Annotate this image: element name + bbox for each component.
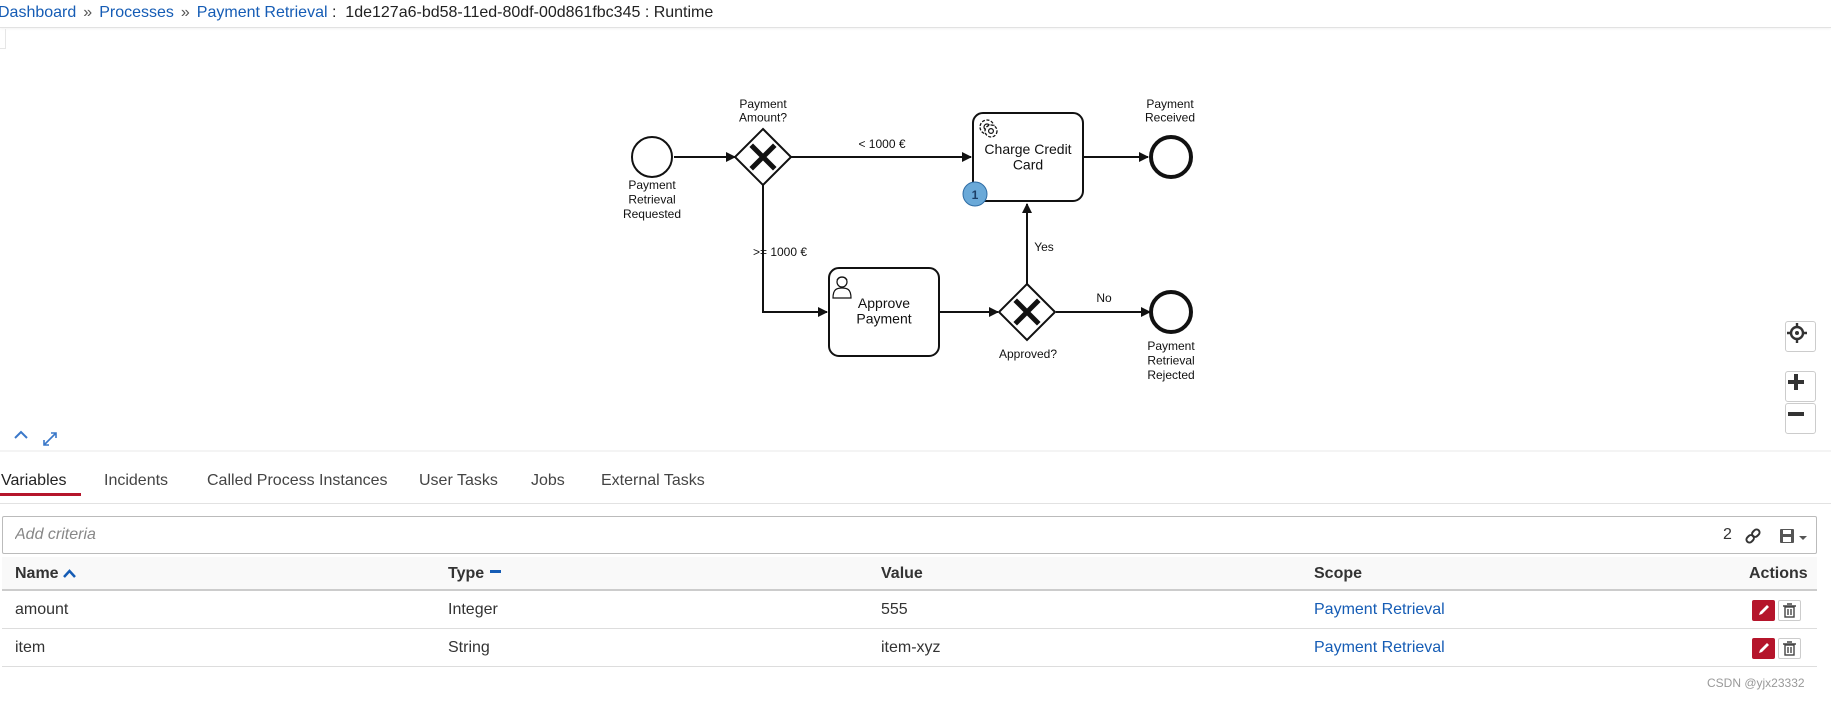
crosshair-icon bbox=[1787, 323, 1807, 343]
breadcrumb-instance-id: 1de127a6-bd58-11ed-80df-00d861fbc345 : R… bbox=[345, 4, 714, 21]
breadcrumb: Dashboard»Processes»Payment Retrieval : … bbox=[0, 0, 1831, 28]
column-header-value: Value bbox=[881, 565, 923, 582]
breadcrumb-process-definition[interactable]: Payment Retrieval bbox=[196, 4, 328, 21]
tab-incidents[interactable]: Incidents bbox=[104, 472, 169, 489]
search-bar: 2 bbox=[2, 516, 1817, 554]
breadcrumb-colon: : bbox=[327, 4, 346, 21]
minus-icon bbox=[1788, 412, 1804, 416]
cell-value[interactable]: item-xyz bbox=[881, 639, 941, 656]
active-tab-indicator bbox=[0, 493, 81, 496]
gateway-approved[interactable] bbox=[997, 282, 1057, 342]
end-event-rejected[interactable] bbox=[1149, 290, 1193, 334]
pencil-icon bbox=[1759, 643, 1769, 653]
flow-lt-label: < 1000 € bbox=[858, 137, 905, 151]
cell-type: String bbox=[448, 639, 490, 656]
column-header-actions: Actions bbox=[1749, 565, 1808, 582]
delete-button[interactable] bbox=[1778, 600, 1801, 621]
flow-gte-label: >= 1000 € bbox=[753, 245, 807, 259]
reset-zoom-button[interactable] bbox=[1785, 321, 1816, 352]
save-dropdown-icon[interactable] bbox=[1779, 527, 1809, 545]
sidebar-toggle-tab[interactable] bbox=[0, 29, 6, 49]
trash-icon bbox=[1783, 603, 1796, 618]
breadcrumb-processes[interactable]: Processes bbox=[99, 4, 174, 21]
zoom-out-button[interactable] bbox=[1785, 403, 1816, 434]
sort-none-icon[interactable] bbox=[490, 570, 502, 574]
cell-value[interactable]: 555 bbox=[881, 601, 908, 618]
tab-called-process-instances[interactable]: Called Process Instances bbox=[207, 472, 388, 489]
cell-scope-link[interactable]: Payment Retrieval bbox=[1314, 639, 1445, 656]
trash-icon bbox=[1783, 641, 1796, 656]
column-header-type[interactable]: Type bbox=[448, 557, 502, 591]
tab-jobs[interactable]: Jobs bbox=[531, 472, 565, 489]
link-icon[interactable] bbox=[1743, 526, 1763, 546]
sort-ascending-icon[interactable] bbox=[62, 557, 76, 591]
plus-icon bbox=[1788, 374, 1804, 390]
tab-variables[interactable]: Variables bbox=[1, 472, 67, 489]
cell-name: item bbox=[15, 639, 46, 656]
detail-tabs: Variables Incidents Called Process Insta… bbox=[0, 452, 1831, 504]
column-header-scope: Scope bbox=[1314, 565, 1363, 582]
table-header: Name Type Value Scope Actions bbox=[2, 557, 1817, 591]
cell-name: amount bbox=[15, 601, 69, 618]
watermark: CSDN @yjx23332 bbox=[1707, 676, 1805, 690]
edit-button[interactable] bbox=[1752, 600, 1775, 621]
end-event-received[interactable] bbox=[1149, 135, 1193, 179]
badge-count: 1 bbox=[972, 188, 979, 202]
breadcrumb-separator: » bbox=[180, 4, 190, 21]
flow-yes-label: Yes bbox=[1034, 240, 1054, 254]
breadcrumb-separator: » bbox=[83, 4, 93, 21]
table-row: item String item-xyz Payment Retrieval bbox=[2, 629, 1817, 667]
flow-no-label: No bbox=[1096, 291, 1112, 305]
gateway-approved-label: Approved? bbox=[999, 347, 1057, 361]
column-name-label: Name bbox=[15, 565, 59, 583]
tab-user-tasks[interactable]: User Tasks bbox=[419, 472, 498, 489]
criteria-input[interactable] bbox=[15, 523, 1415, 547]
column-type-label: Type bbox=[448, 565, 485, 582]
task-charge-credit-card[interactable] bbox=[962, 112, 1084, 207]
breadcrumb-dashboard[interactable]: Dashboard bbox=[0, 4, 77, 21]
tab-external-tasks[interactable]: External Tasks bbox=[601, 472, 705, 489]
task-approve-payment[interactable] bbox=[828, 267, 940, 357]
start-event[interactable] bbox=[631, 136, 673, 178]
pencil-icon bbox=[1759, 605, 1769, 615]
delete-button[interactable] bbox=[1778, 638, 1801, 659]
gateway-payment-amount[interactable] bbox=[733, 127, 793, 187]
user-icon bbox=[832, 276, 852, 299]
table-row: amount Integer 555 Payment Retrieval bbox=[2, 591, 1817, 629]
flow-gte-1000 bbox=[762, 185, 828, 317]
result-count: 2 bbox=[1723, 526, 1732, 543]
zoom-in-button[interactable] bbox=[1785, 371, 1816, 402]
gear-icon bbox=[979, 119, 998, 138]
edit-button[interactable] bbox=[1752, 638, 1775, 659]
cell-type: Integer bbox=[448, 601, 498, 618]
tabs-divider bbox=[0, 450, 1831, 452]
cell-scope-link[interactable]: Payment Retrieval bbox=[1314, 601, 1445, 618]
column-header-name[interactable]: Name bbox=[15, 557, 76, 591]
running-instances-badge[interactable] bbox=[962, 181, 988, 207]
